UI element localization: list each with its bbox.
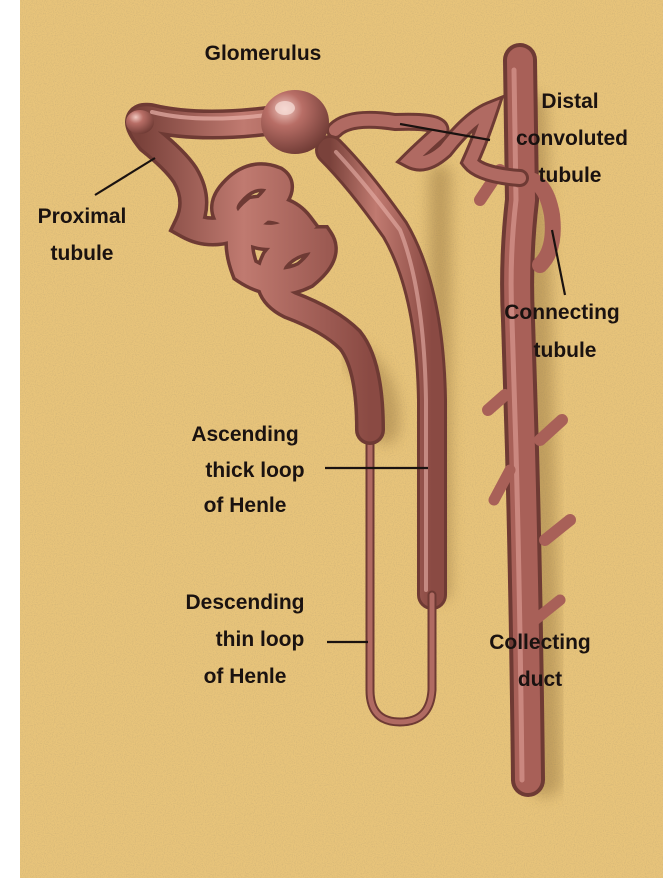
label-distal-line3: tubule (539, 164, 602, 187)
label-proximal-line1: Proximal (38, 205, 127, 228)
label-ascending-line1: Ascending (191, 423, 298, 446)
label-collecting-line1: Collecting (489, 631, 591, 654)
label-descending-line2: thin loop (216, 628, 305, 651)
left-margin (0, 0, 20, 878)
label-distal-line1: Distal (541, 90, 598, 113)
label-proximal-line2: tubule (51, 242, 114, 265)
label-connecting-line1: Connecting (504, 301, 620, 324)
label-descending-line1: Descending (185, 591, 304, 614)
label-collecting-line2: duct (518, 668, 562, 691)
label-descending-line3: of Henle (204, 665, 287, 688)
label-ascending-line2: thick loop (205, 459, 304, 482)
label-ascending-line3: of Henle (204, 494, 287, 517)
label-glomerulus: Glomerulus (205, 42, 322, 65)
label-distal-line2: convoluted (516, 127, 628, 150)
label-connecting-line2: tubule (534, 339, 597, 362)
